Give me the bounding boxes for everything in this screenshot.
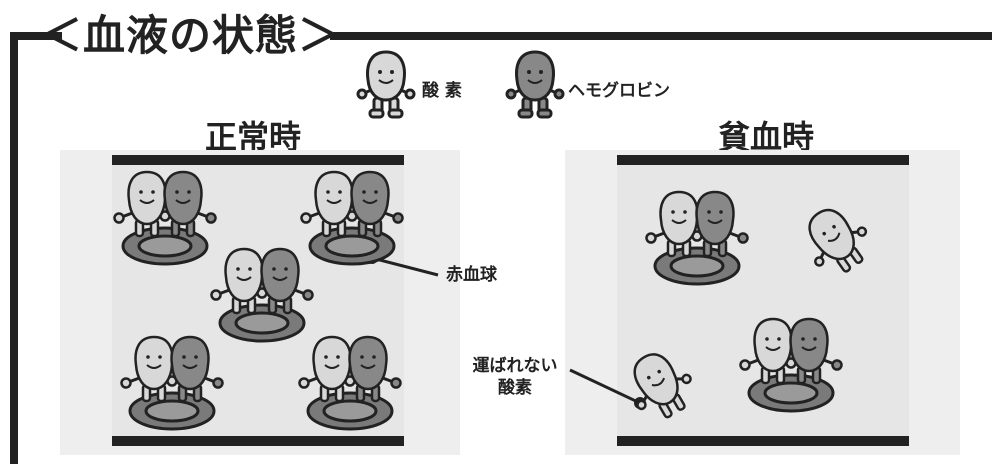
- normal-red-blood-cell-4: [120, 335, 224, 431]
- normal-red-blood-cell-1: [113, 170, 217, 266]
- normal-red-blood-cell-5: [298, 335, 402, 431]
- legend-oxygen-icon: [356, 50, 416, 119]
- normal-panel-title: 正常時: [205, 118, 302, 156]
- frame-top-left-line: [10, 32, 62, 40]
- anemia-unbound-oxygen-2: [633, 353, 692, 419]
- legend-hemoglobin-label: ヘモグロビン: [568, 81, 670, 101]
- section-title: ＜血液の状態＞: [40, 11, 342, 60]
- anemia-panel-title: 貧血時: [718, 118, 815, 156]
- frame-left-line: [10, 32, 18, 464]
- normal-red-blood-cell-2: [300, 170, 404, 266]
- normal-vessel-top-wall: [112, 155, 404, 165]
- anemia-unbound-oxygen-1: [808, 208, 868, 273]
- legend-hemoglobin-icon: [505, 50, 565, 119]
- anemia-vessel-bottom-wall: [617, 436, 909, 446]
- normal-vessel-bottom-wall: [112, 436, 404, 446]
- anemia-red-blood-cell-1: [645, 190, 749, 286]
- red-blood-cell-label: 赤血球: [446, 265, 497, 285]
- anemia-red-blood-cell-2: [739, 317, 843, 413]
- frame-top-right-line: [330, 32, 992, 40]
- legend-oxygen-label: 酸 素: [422, 81, 462, 101]
- anemia-vessel-top-wall: [617, 155, 909, 165]
- unbound-oxygen-label-line1: 運ばれない: [472, 356, 558, 376]
- unbound-oxygen-label-line2: 酸素: [498, 378, 532, 398]
- normal-red-blood-cell-3: [210, 247, 314, 343]
